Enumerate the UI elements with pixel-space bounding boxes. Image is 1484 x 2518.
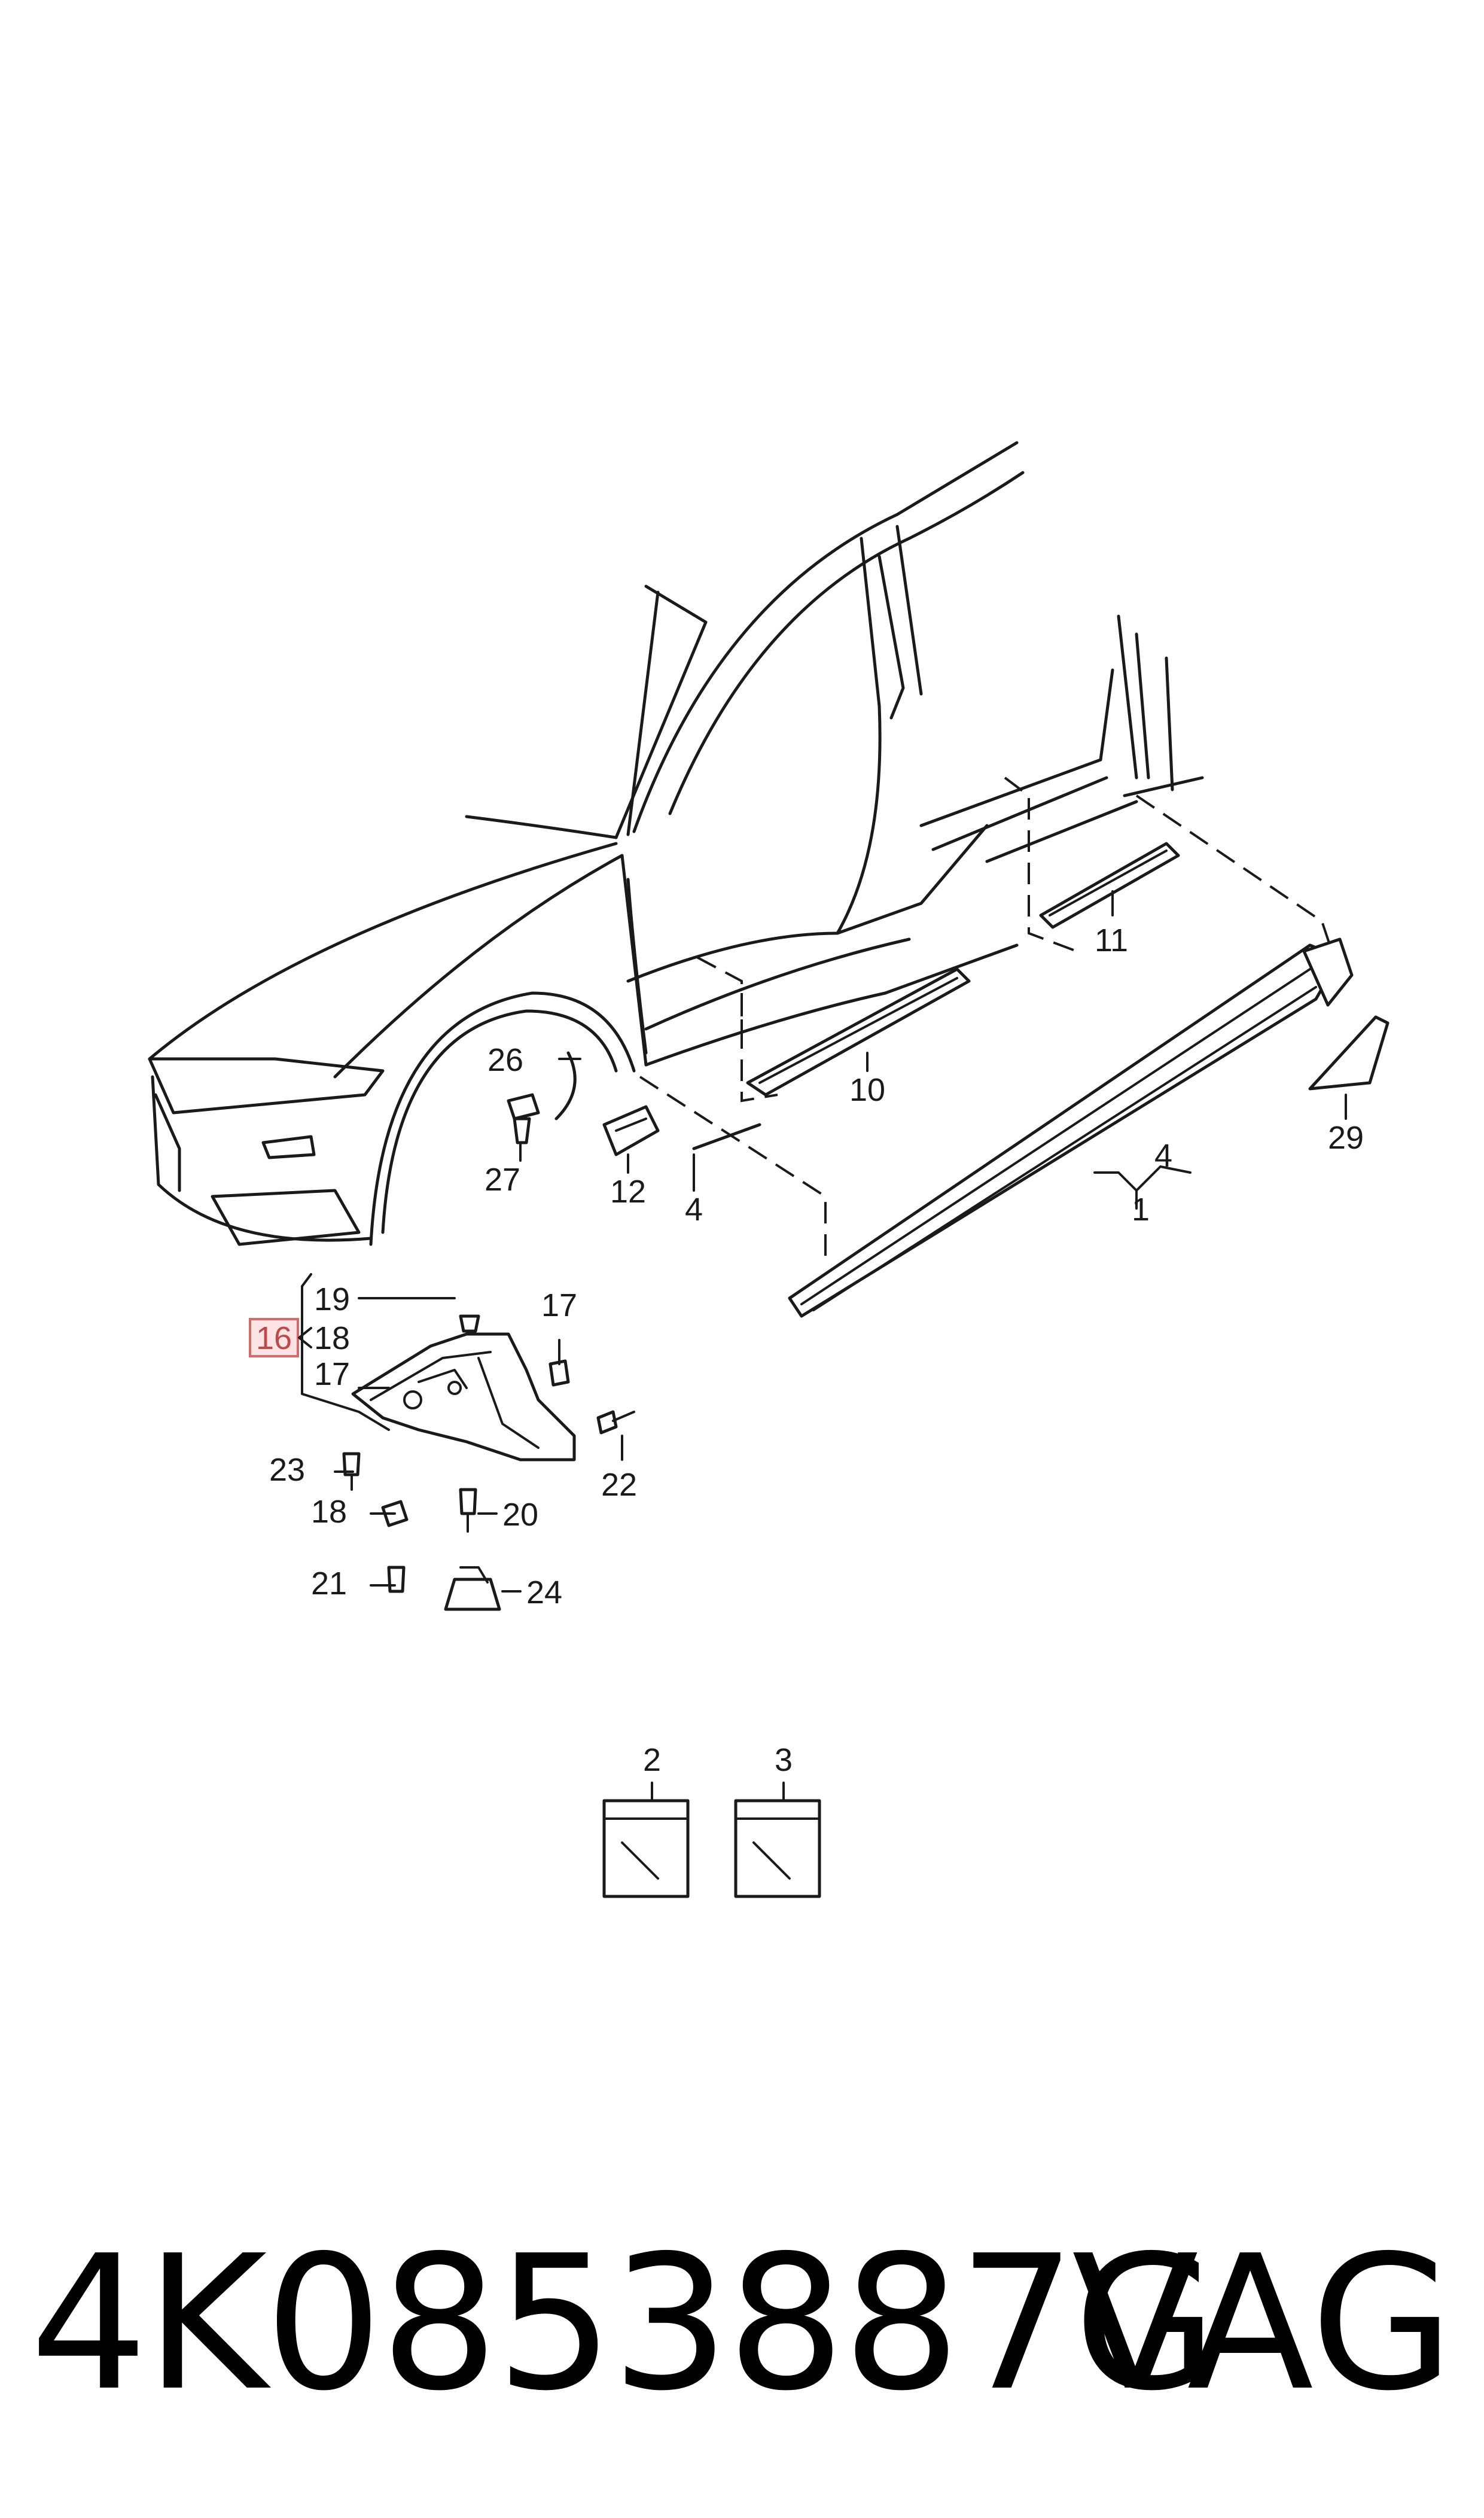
callout-24: 24 [526, 1575, 562, 1610]
part-number: 4K0853887G [30, 2216, 1217, 2432]
callout-12: 12 [610, 1174, 646, 1210]
callout-19: 19 [314, 1281, 350, 1317]
footer: 4K0853887G VAG [0, 2225, 1484, 2423]
callout-3: 3 [775, 1742, 793, 1778]
rod-part-4 [692, 1123, 761, 1150]
callout-labels: 1 4 10 11 12 4 26 27 29 2 3 19 18 17 17 … [269, 922, 1364, 1778]
side-sill-panel-part-1 [788, 937, 1354, 1318]
callout-17-right: 17 [541, 1287, 577, 1323]
callout-21: 21 [311, 1566, 347, 1601]
callout-26: 26 [487, 1042, 523, 1078]
rear-door-sill-trim-part-11 [1039, 842, 1180, 929]
arch-trim-strip-part-26 [554, 1051, 577, 1121]
clip-part-27 [507, 1093, 540, 1144]
callout-16: 16 [256, 1320, 292, 1356]
callout-leaders [301, 890, 1347, 1802]
front-door-sill-trim-part-10 [746, 967, 971, 1097]
car-body-outline [148, 441, 1204, 1246]
callout-17-left: 17 [314, 1356, 350, 1392]
callout-22: 22 [601, 1467, 637, 1503]
bag-part-2 [602, 1799, 690, 1898]
dashed-leaders [639, 777, 1335, 1256]
callout-20: 20 [502, 1497, 538, 1533]
callout-18-lower: 18 [311, 1494, 347, 1530]
callout-23: 23 [269, 1452, 305, 1488]
brand-label: VAG [1071, 2216, 1454, 2432]
callout-18-upper: 18 [314, 1320, 350, 1356]
rear-trim-piece-part-29 [1308, 1015, 1389, 1091]
bracket-part-12 [602, 1105, 660, 1156]
callout-4-rod: 4 [685, 1192, 703, 1228]
callout-27: 27 [484, 1162, 520, 1198]
callout-29: 29 [1328, 1120, 1364, 1156]
wheel-arch-liner-part-16 [351, 1332, 576, 1462]
callout-4: 4 [1154, 1138, 1172, 1174]
callout-10: 10 [849, 1072, 885, 1108]
bag-part-3 [734, 1799, 821, 1898]
highlighted-callout-16[interactable]: 16 [249, 1318, 312, 1357]
callout-11: 11 [1095, 922, 1128, 958]
callout-1: 1 [1132, 1192, 1150, 1228]
callout-2: 2 [643, 1742, 661, 1778]
